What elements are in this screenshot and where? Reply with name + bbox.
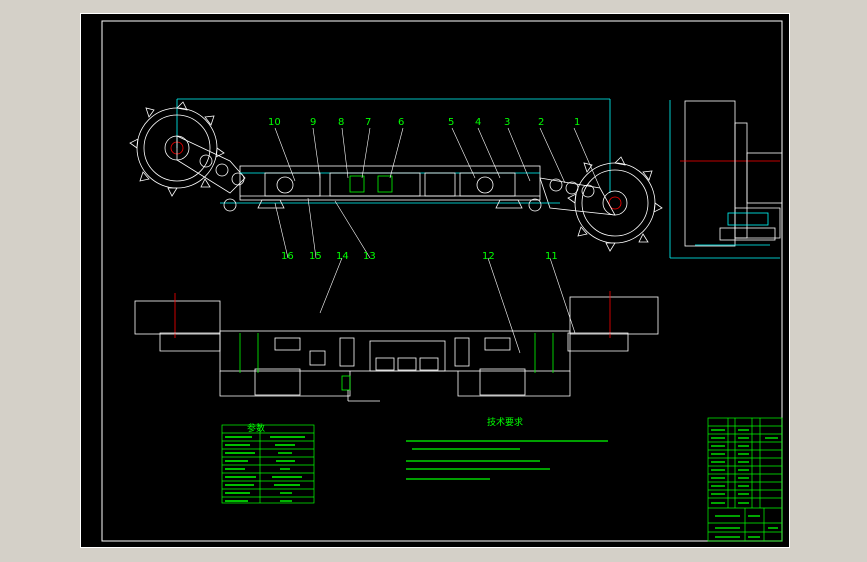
callout-3: 3: [504, 117, 510, 128]
plan-view: [134, 291, 659, 402]
inner-frame: [101, 20, 783, 542]
callout-1: 1: [574, 117, 580, 128]
right-ranging-arm: [539, 177, 616, 216]
left-drum-plan: [134, 300, 221, 335]
callout-13: 13: [363, 251, 376, 262]
left-ranging-arm: [176, 135, 246, 194]
machine-body: [239, 165, 541, 201]
callout-4: 4: [475, 117, 481, 128]
callout-10: 10: [268, 117, 281, 128]
callout-14: 14: [336, 251, 349, 262]
callout-15: 15: [309, 251, 322, 262]
right-drum-plan: [569, 296, 659, 335]
side-view: [669, 100, 783, 259]
part-callouts: 1 2 3 4 5 6 7 8 9 10 11 12 13 14 15 16: [268, 117, 580, 262]
spec-table-heading: 参数: [247, 422, 265, 434]
outer-frame: [80, 13, 790, 548]
callout-2: 2: [538, 117, 544, 128]
callout-5: 5: [448, 117, 454, 128]
callout-16: 16: [281, 251, 294, 262]
spec-table: [221, 424, 315, 504]
technical-requirements-heading: 技术要求: [487, 416, 523, 428]
elevation-view: [129, 98, 663, 354]
cad-drawing-sheet: 1 2 3 4 5 6 7 8 9 10 11 12 13 14 15 16: [80, 13, 790, 548]
callout-6: 6: [398, 117, 404, 128]
callout-11: 11: [545, 251, 558, 262]
left-cutting-drum: [129, 101, 225, 197]
right-cutting-drum: [567, 156, 663, 252]
cad-drawing-canvas: 1 2 3 4 5 6 7 8 9 10 11 12 13 14 15 16: [80, 13, 790, 548]
callout-9: 9: [310, 117, 316, 128]
title-block: [707, 417, 783, 542]
callout-7: 7: [365, 117, 371, 128]
callout-12: 12: [482, 251, 495, 262]
technical-requirements-notes: [406, 440, 608, 480]
callout-8: 8: [338, 117, 344, 128]
